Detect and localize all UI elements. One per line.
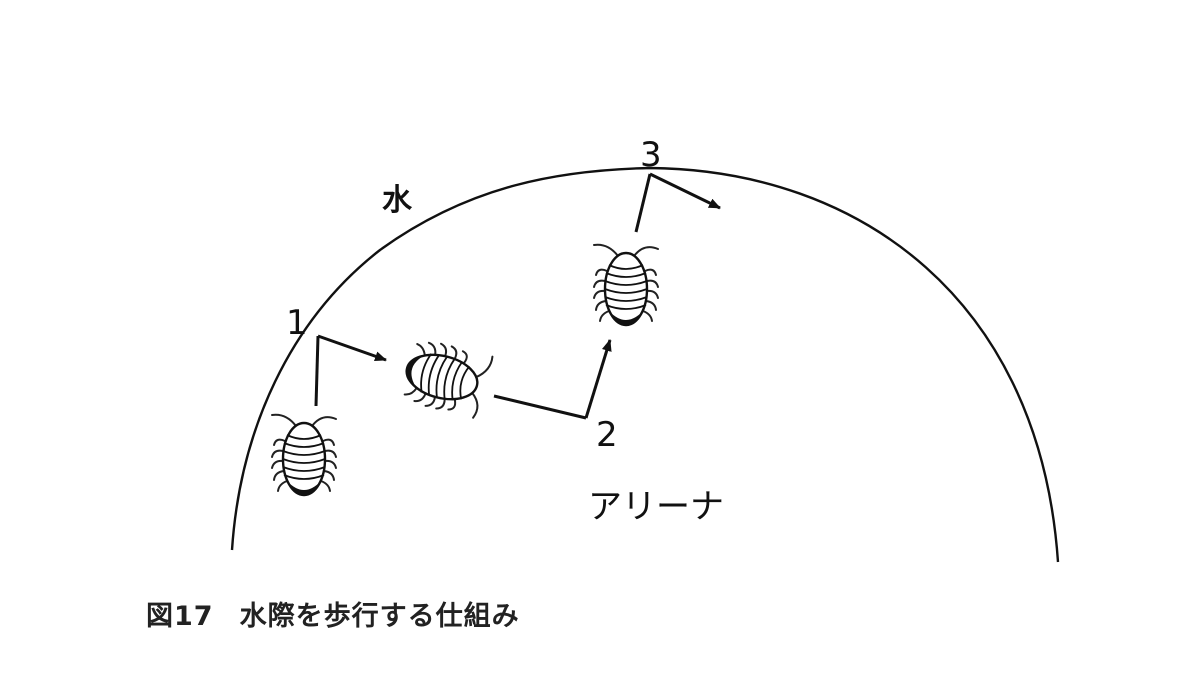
water-label: 水 bbox=[382, 183, 412, 218]
path-segment-to-3 bbox=[634, 173, 652, 233]
step-label-1: 1 bbox=[286, 303, 308, 343]
woodlouse-after-turn-1 bbox=[397, 335, 494, 420]
figure-caption-text: 水際を歩行する仕組み bbox=[239, 601, 520, 632]
path-segment-to-2 bbox=[493, 394, 587, 420]
arena-label: アリーナ bbox=[588, 487, 724, 527]
path-arrow-3 bbox=[649, 172, 721, 210]
arena-boundary-arc bbox=[230, 166, 1060, 563]
path-segment-start-to-1 bbox=[314, 335, 320, 407]
woodlouse-start bbox=[270, 413, 338, 498]
figure-caption: 図17 水際を歩行する仕組み bbox=[146, 594, 520, 633]
path-arrow-1 bbox=[317, 334, 387, 362]
walking-path bbox=[314, 172, 721, 420]
figure-number: 図17 bbox=[146, 601, 214, 632]
step-label-2: 2 bbox=[596, 415, 618, 455]
path-arrow-2 bbox=[584, 339, 612, 419]
step-label-3: 3 bbox=[640, 135, 662, 175]
woodlouse-after-turn-2 bbox=[592, 243, 660, 328]
